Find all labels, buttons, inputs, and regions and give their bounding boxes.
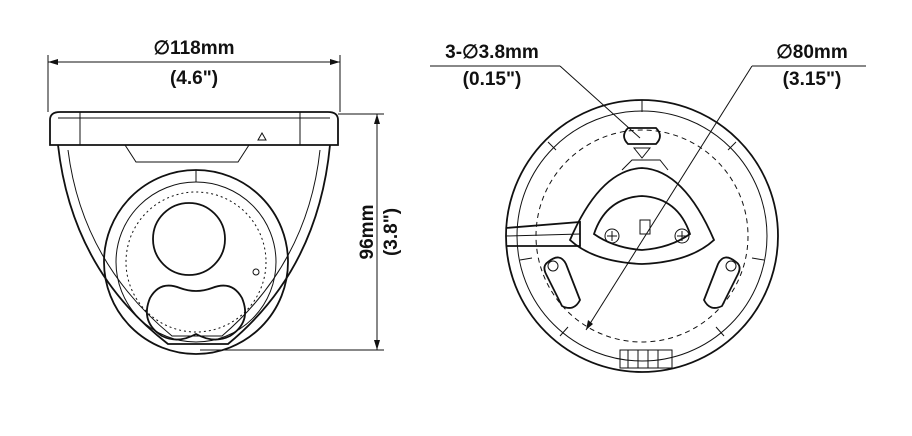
height-dimension-line (200, 113, 384, 351)
front-view: ∅118mm (4.6") 96mm (3.8") (47, 38, 402, 355)
width-dimension-line (47, 55, 341, 112)
camera-housing (57, 144, 331, 345)
height-dimension-label: 96mm (357, 205, 378, 260)
bottom-view: 3-∅3.8mm (0.15") ∅80mm (3.15") (430, 42, 866, 373)
circle-leader-line (585, 65, 866, 331)
lens-window (146, 284, 246, 341)
cable-channel (505, 221, 581, 247)
light-sensor-icon (252, 268, 260, 276)
circle-inch-label: (3.15") (783, 69, 842, 90)
holes-dimension-label: 3-∅3.8mm (445, 42, 539, 63)
center-mount (568, 159, 716, 265)
mounting-circle (535, 129, 749, 343)
height-inch-label: (3.8") (381, 208, 402, 256)
holes-leader-line (430, 65, 641, 139)
bottom-connector (619, 349, 673, 369)
camera-base (49, 111, 339, 163)
outer-ring (505, 99, 779, 373)
circle-dimension-label: ∅80mm (776, 42, 847, 63)
mounting-slot-left (543, 256, 581, 309)
width-inch-label: (4.6") (170, 68, 218, 89)
width-dimension-label: ∅118mm (154, 38, 235, 59)
mounting-slot-right (703, 256, 741, 309)
camera-ball (103, 169, 289, 355)
ir-window (152, 202, 226, 276)
rib-segments (519, 100, 765, 337)
holes-inch-label: (0.15") (463, 69, 522, 90)
mounting-slot-top (623, 127, 661, 159)
